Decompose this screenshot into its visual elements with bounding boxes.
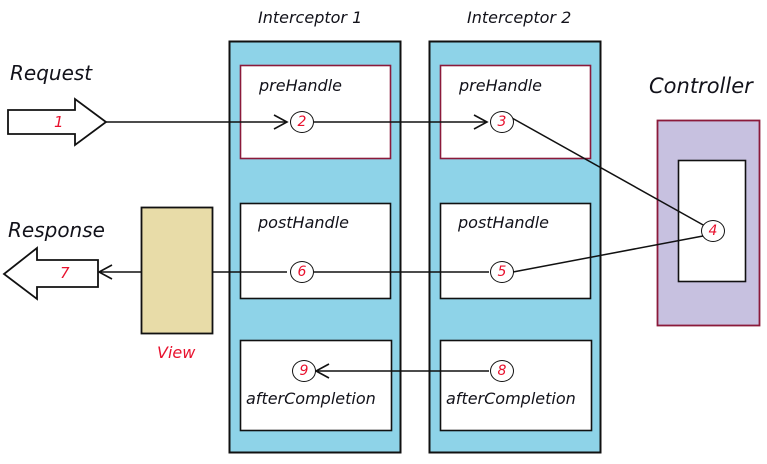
interceptor-1-prehandle-label: preHandle [259, 76, 342, 95]
interceptor-1-posthandle-box [239, 202, 392, 300]
interceptor-1-prehandle-box [239, 64, 392, 160]
view-box [140, 206, 214, 335]
arrowhead-into-step-9 [314, 363, 330, 379]
controller-inner-box [677, 159, 747, 283]
interceptor-1-aftercompletion-label: afterCompletion [246, 389, 376, 408]
step-badge-3: 3 [490, 111, 514, 133]
interceptor-2-posthandle-label: postHandle [458, 213, 549, 232]
step-number-7: 7 [60, 264, 70, 282]
interceptor-2-title: Interceptor 2 [467, 8, 572, 27]
response-label: Response [8, 218, 105, 242]
controller-title: Controller [649, 74, 753, 98]
flow-line-step4-to-step5 [512, 235, 704, 273]
interceptor-2-aftercompletion-box [439, 339, 593, 432]
arrowhead-into-step-3 [473, 114, 489, 130]
arrowhead-into-step-2 [273, 114, 289, 130]
interceptor-2-prehandle-label: preHandle [459, 76, 542, 95]
request-label: Request [10, 61, 93, 85]
flow-line-step3-to-step4 [511, 117, 706, 227]
interceptor-2-prehandle-box [439, 64, 592, 160]
interceptor-2-aftercompletion-label: afterCompletion [446, 389, 576, 408]
request-block-arrow [7, 97, 108, 147]
arrowhead-into-response [97, 264, 113, 280]
step-badge-5: 5 [490, 261, 514, 283]
interceptor-2-posthandle-box [439, 202, 592, 300]
step-badge-6: 6 [290, 261, 314, 283]
step-badge-8: 8 [490, 360, 514, 382]
step-number-1: 1 [54, 113, 64, 131]
interceptor-1-title: Interceptor 1 [258, 8, 363, 27]
step-badge-9: 9 [292, 360, 316, 382]
interceptor-1-posthandle-label: postHandle [258, 213, 349, 232]
step-badge-4: 4 [701, 220, 725, 242]
step-badge-2: 2 [290, 111, 314, 133]
response-block-arrow [2, 246, 99, 301]
interceptor-1-aftercompletion-box [239, 339, 393, 432]
view-label: View [157, 343, 196, 362]
